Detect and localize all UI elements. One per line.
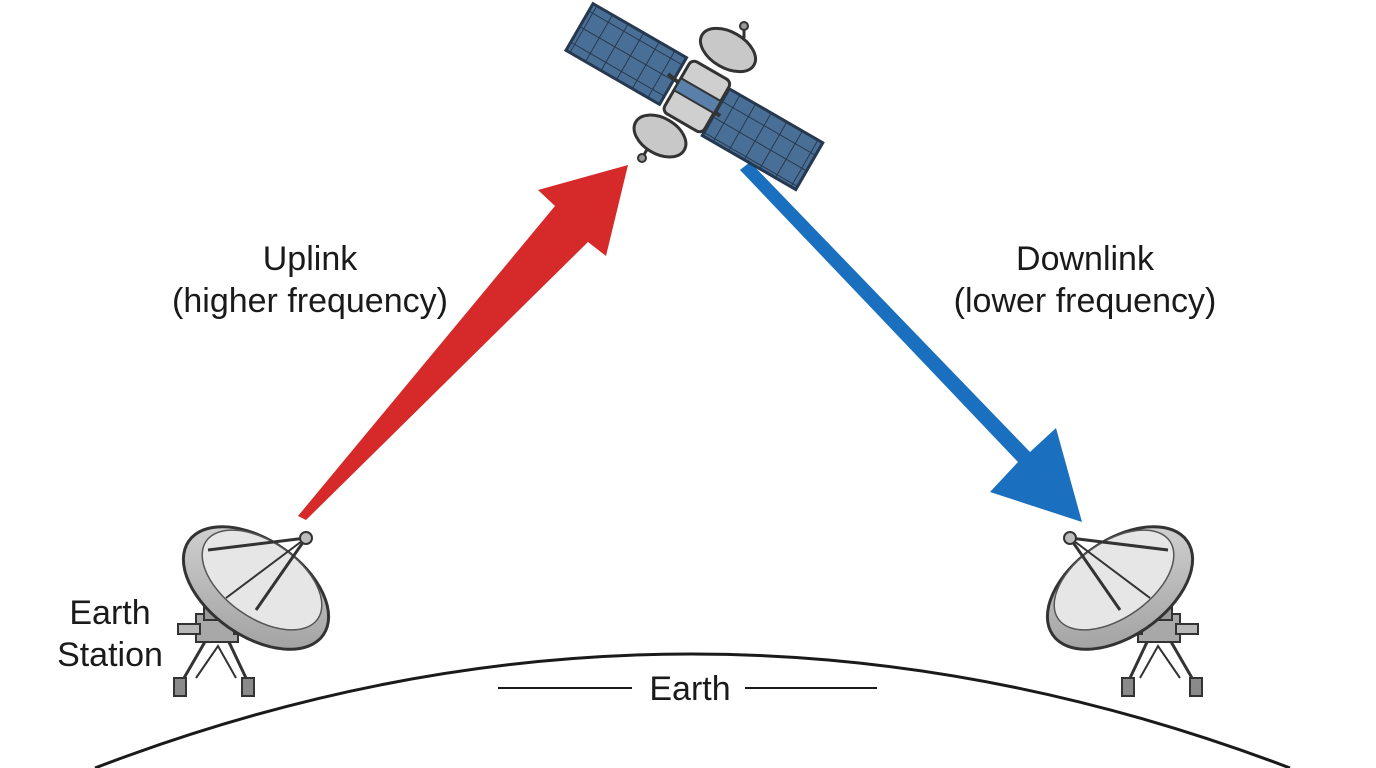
downlink-title: Downlink	[1016, 240, 1154, 278]
earth-station-label: Earth Station	[40, 592, 180, 676]
downlink-arrow	[740, 162, 1082, 522]
earth-station-line2: Station	[57, 636, 163, 674]
earth-station-line1: Earth	[69, 594, 151, 632]
dish-antenna-icon	[1023, 500, 1217, 698]
uplink-subtitle: (higher frequency)	[172, 282, 448, 320]
uplink-label: Uplink (higher frequency)	[160, 238, 460, 322]
earth-text: Earth	[649, 670, 731, 708]
satellite-icon	[563, 1, 825, 192]
dish-antenna-icon	[159, 500, 353, 698]
uplink-title: Uplink	[262, 240, 358, 278]
uplink-arrow	[298, 165, 628, 520]
downlink-label: Downlink (lower frequency)	[935, 238, 1235, 322]
earth-label: Earth	[600, 668, 780, 710]
earth-curve	[94, 652, 1291, 768]
downlink-subtitle: (lower frequency)	[953, 282, 1217, 320]
